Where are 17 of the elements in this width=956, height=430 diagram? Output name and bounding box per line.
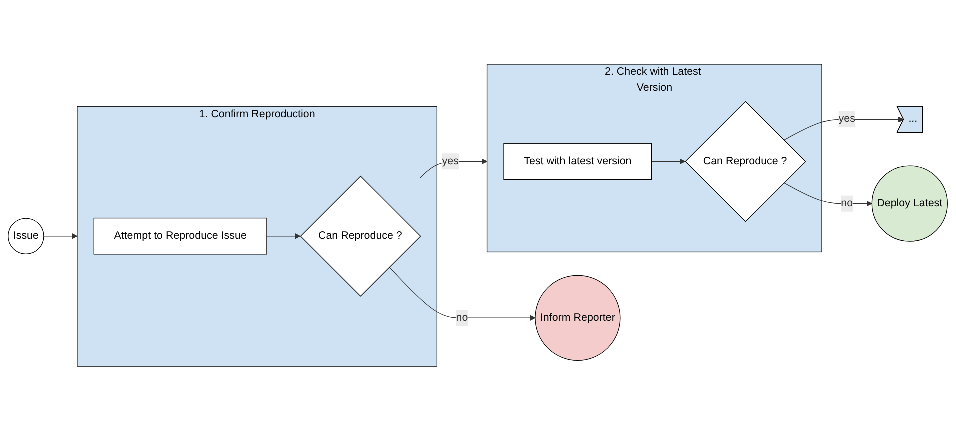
- node-diamond: Can Reproduce ?: [300, 175, 422, 296]
- arrow: [652, 158, 686, 164]
- edge-label: no: [841, 197, 854, 209]
- arrow: [784, 116, 904, 140]
- arrow: [266, 232, 301, 239]
- node-box: Test with latest version: [504, 142, 652, 180]
- edge-label: yes: [442, 155, 459, 167]
- node-circle: Inform Reporter: [535, 274, 621, 360]
- arrow: [784, 182, 872, 206]
- node-box: Attempt to Reproduce Issue: [94, 217, 268, 254]
- arrow: [44, 232, 78, 239]
- node-diamond: Can Reproduce ?: [685, 100, 806, 222]
- edge-label: yes: [838, 113, 856, 124]
- arrow: [389, 266, 536, 321]
- edge-label: no: [456, 312, 468, 323]
- node-circle: Issue: [8, 218, 44, 254]
- node-circle: Deploy Latest: [872, 165, 948, 242]
